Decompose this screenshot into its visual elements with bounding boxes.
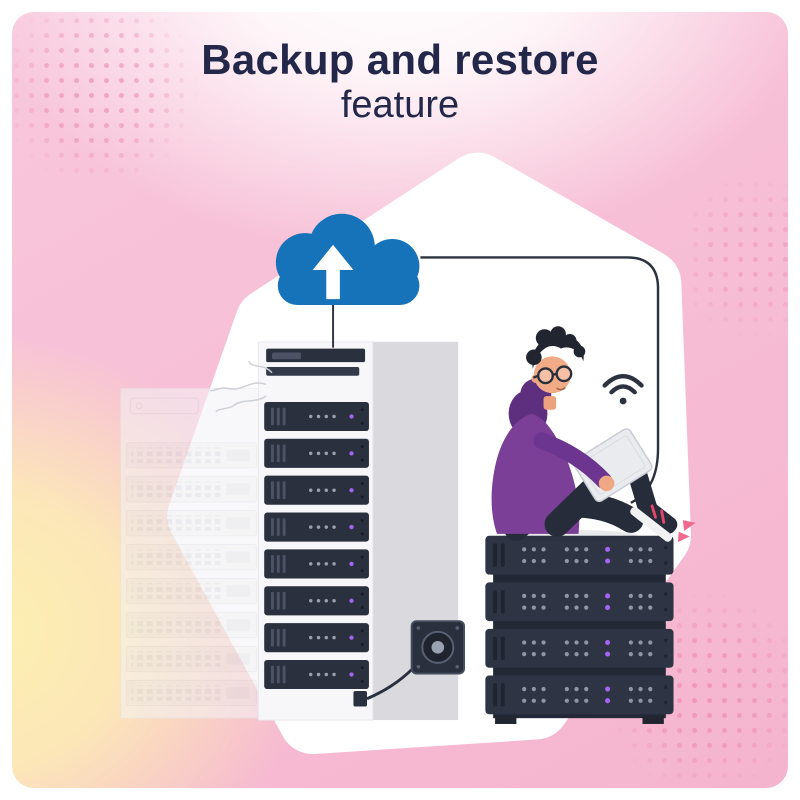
- faded-server-rack: [120, 387, 263, 719]
- gradient-background: Backup and restore feature: [12, 12, 788, 788]
- illustration-svg: [120, 152, 696, 755]
- page-title: Backup and restore feature: [12, 36, 788, 128]
- laptop: [573, 428, 653, 503]
- person: [491, 326, 696, 543]
- fan-icon: [421, 630, 455, 664]
- sneaker: [630, 498, 696, 543]
- title-line-1: Backup and restore: [201, 36, 599, 83]
- near-arm: [533, 432, 612, 489]
- glasses-icon: [532, 365, 573, 385]
- hand: [598, 475, 615, 492]
- wifi-icon: [602, 374, 644, 405]
- head: [526, 326, 586, 410]
- server-stack: [485, 535, 674, 724]
- tower-cable-squiggles: [209, 360, 273, 413]
- title-line-2: feature: [340, 84, 460, 127]
- fan-box: [353, 620, 465, 707]
- upload-arrow-icon: [312, 244, 354, 300]
- cloud-upload-icon: [275, 213, 420, 348]
